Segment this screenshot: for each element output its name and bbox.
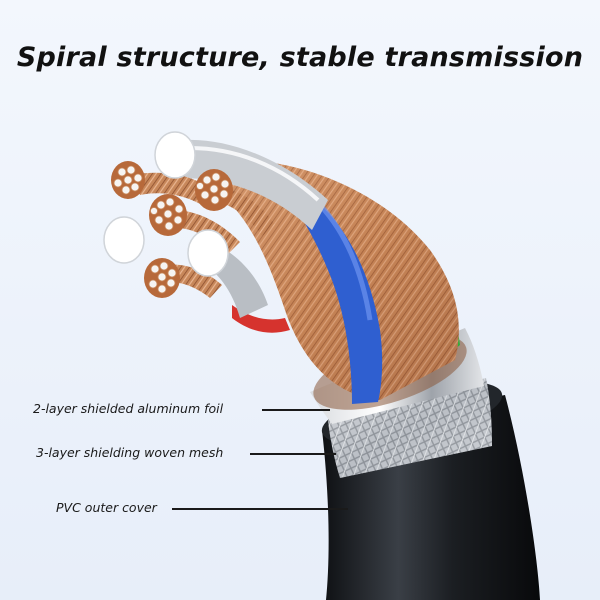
red-core <box>232 305 290 333</box>
strand-end <box>149 194 187 236</box>
headline: Spiral structure, stable transmission <box>16 42 584 73</box>
strand-end <box>195 169 233 211</box>
callout-cover-line <box>172 508 348 510</box>
callout-mesh-line <box>250 453 336 455</box>
silver-sleeve-top <box>180 139 328 230</box>
blue-core <box>296 200 383 404</box>
strand-end <box>144 258 180 298</box>
conductor-end-solid <box>187 229 229 277</box>
callout-foil-label: 2-layer shielded aluminum foil <box>33 401 224 416</box>
callout-mesh-label: 3-layer shielding woven mesh <box>36 445 224 460</box>
callout-cover-label: PVC outer cover <box>56 500 157 515</box>
conductor-end-solid <box>154 131 196 179</box>
conductor-end-solid <box>103 216 145 264</box>
strand-end <box>111 161 145 199</box>
callout-foil-line <box>262 409 330 411</box>
